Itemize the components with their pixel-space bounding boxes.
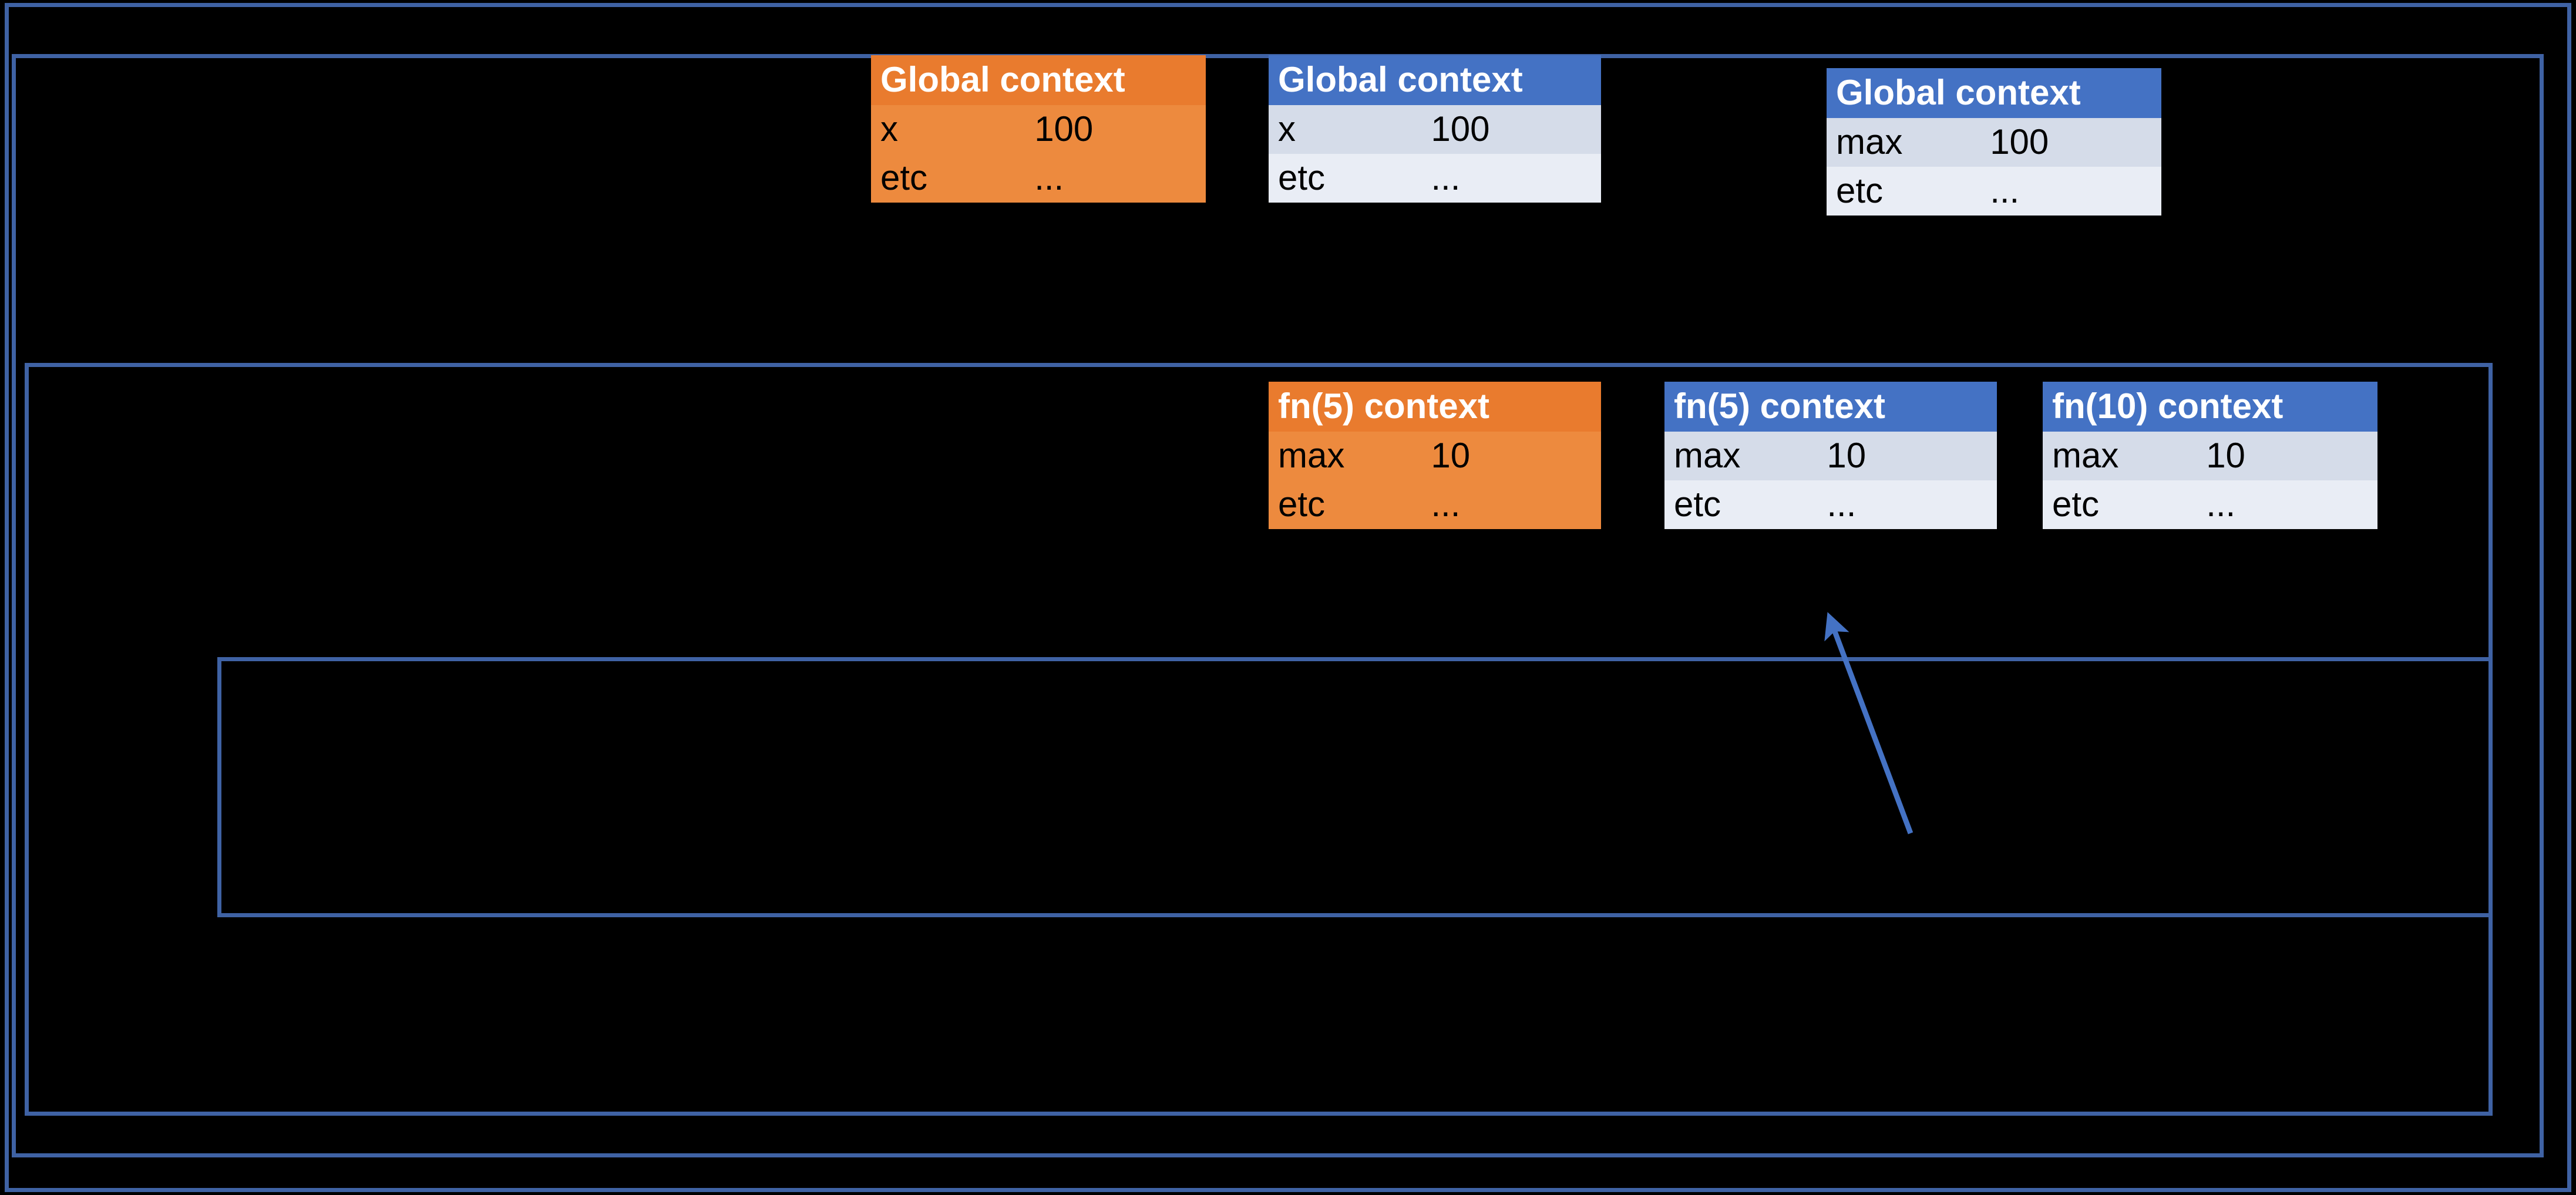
- row-value: ...: [1421, 480, 1601, 529]
- table-header-label: fn(5) context: [1269, 382, 1601, 432]
- outer-frame: [5, 3, 2571, 1192]
- table-row: etc ...: [1664, 480, 1997, 529]
- table-row: etc ...: [1269, 154, 1601, 203]
- row-key: x: [1269, 105, 1422, 154]
- table-header-label: Global context: [871, 55, 1206, 105]
- table-header-label: fn(10) context: [2043, 382, 2377, 432]
- table-row: etc ...: [1269, 480, 1601, 529]
- row-value: 10: [1817, 432, 1997, 480]
- row-key: etc: [2043, 480, 2197, 529]
- row-value: 10: [1421, 432, 1601, 480]
- table-header-label: Global context: [1269, 55, 1601, 105]
- fn5-context-table-blue[interactable]: fn(5) context max 10 etc ...: [1664, 382, 1997, 529]
- table-row: max 100: [1827, 118, 2161, 167]
- row-value: ...: [1025, 154, 1206, 203]
- row-value: ...: [1817, 480, 1997, 529]
- global-context-table-blue-2[interactable]: Global context max 100 etc ...: [1827, 68, 2161, 216]
- row-key: max: [2043, 432, 2197, 480]
- row-key: x: [871, 105, 1025, 154]
- row-value: 10: [2197, 432, 2377, 480]
- row-value: 100: [1421, 105, 1601, 154]
- row-key: etc: [1664, 480, 1818, 529]
- table-row: etc ...: [2043, 480, 2377, 529]
- table-header-row: fn(10) context: [2043, 382, 2377, 432]
- row-key: etc: [871, 154, 1025, 203]
- table-header-row: Global context: [1827, 68, 2161, 118]
- table-row: x 100: [871, 105, 1206, 154]
- table-header-row: fn(5) context: [1664, 382, 1997, 432]
- table-header-row: Global context: [1269, 55, 1601, 105]
- table-header-label: fn(5) context: [1664, 382, 1997, 432]
- row-value: 100: [1980, 118, 2161, 167]
- table-row: etc ...: [1827, 167, 2161, 216]
- fn10-context-table-blue[interactable]: fn(10) context max 10 etc ...: [2043, 382, 2377, 529]
- fn5-context-table-orange[interactable]: fn(5) context max 10 etc ...: [1269, 382, 1601, 529]
- global-context-table-blue-1[interactable]: Global context x 100 etc ...: [1269, 55, 1601, 203]
- row-value: ...: [1980, 167, 2161, 216]
- row-key: max: [1269, 432, 1422, 480]
- table-row: x 100: [1269, 105, 1601, 154]
- row-value: ...: [2197, 480, 2377, 529]
- row-key: max: [1827, 118, 1981, 167]
- row-key: etc: [1827, 167, 1981, 216]
- row-key: etc: [1269, 480, 1422, 529]
- row-key: max: [1664, 432, 1818, 480]
- table-header-row: Global context: [871, 55, 1206, 105]
- row-key: etc: [1269, 154, 1422, 203]
- row-value: 100: [1025, 105, 1206, 154]
- row-value: ...: [1421, 154, 1601, 203]
- global-context-table-orange[interactable]: Global context x 100 etc ...: [871, 55, 1206, 203]
- table-row: max 10: [1269, 432, 1601, 480]
- table-row: max 10: [1664, 432, 1997, 480]
- table-header-row: fn(5) context: [1269, 382, 1601, 432]
- table-header-label: Global context: [1827, 68, 2161, 118]
- inner-frame: [217, 657, 2493, 917]
- table-row: etc ...: [871, 154, 1206, 203]
- table-row: max 10: [2043, 432, 2377, 480]
